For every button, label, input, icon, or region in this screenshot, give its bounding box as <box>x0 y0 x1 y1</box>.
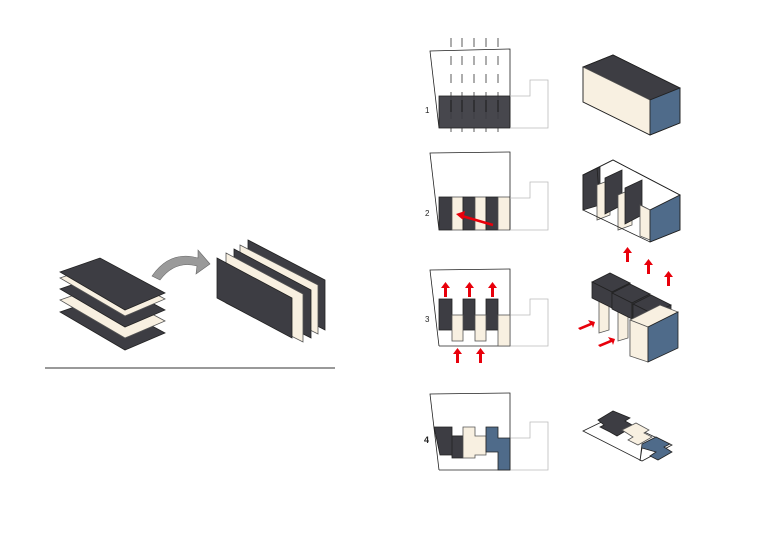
vertical-panels <box>216 239 326 343</box>
layer-stack <box>59 257 166 351</box>
red-arrows <box>441 282 497 363</box>
step-1-plan <box>429 38 549 132</box>
step-label: 4 <box>424 435 429 445</box>
red-arrows <box>578 247 673 347</box>
transform-arrow <box>151 249 211 281</box>
red-arrow <box>461 214 494 227</box>
step-3-plan <box>429 268 549 363</box>
step-4-iso-plan <box>582 410 673 462</box>
step-4-plan <box>429 392 549 471</box>
step-label: 1 <box>425 106 430 115</box>
step-label: 3 <box>425 315 430 324</box>
step-label: 2 <box>425 209 430 218</box>
step-2-iso-slices <box>582 159 681 243</box>
step-3-iso-shifted <box>578 247 679 363</box>
step-1-iso-box <box>582 54 681 136</box>
step-2-plan <box>429 151 549 231</box>
